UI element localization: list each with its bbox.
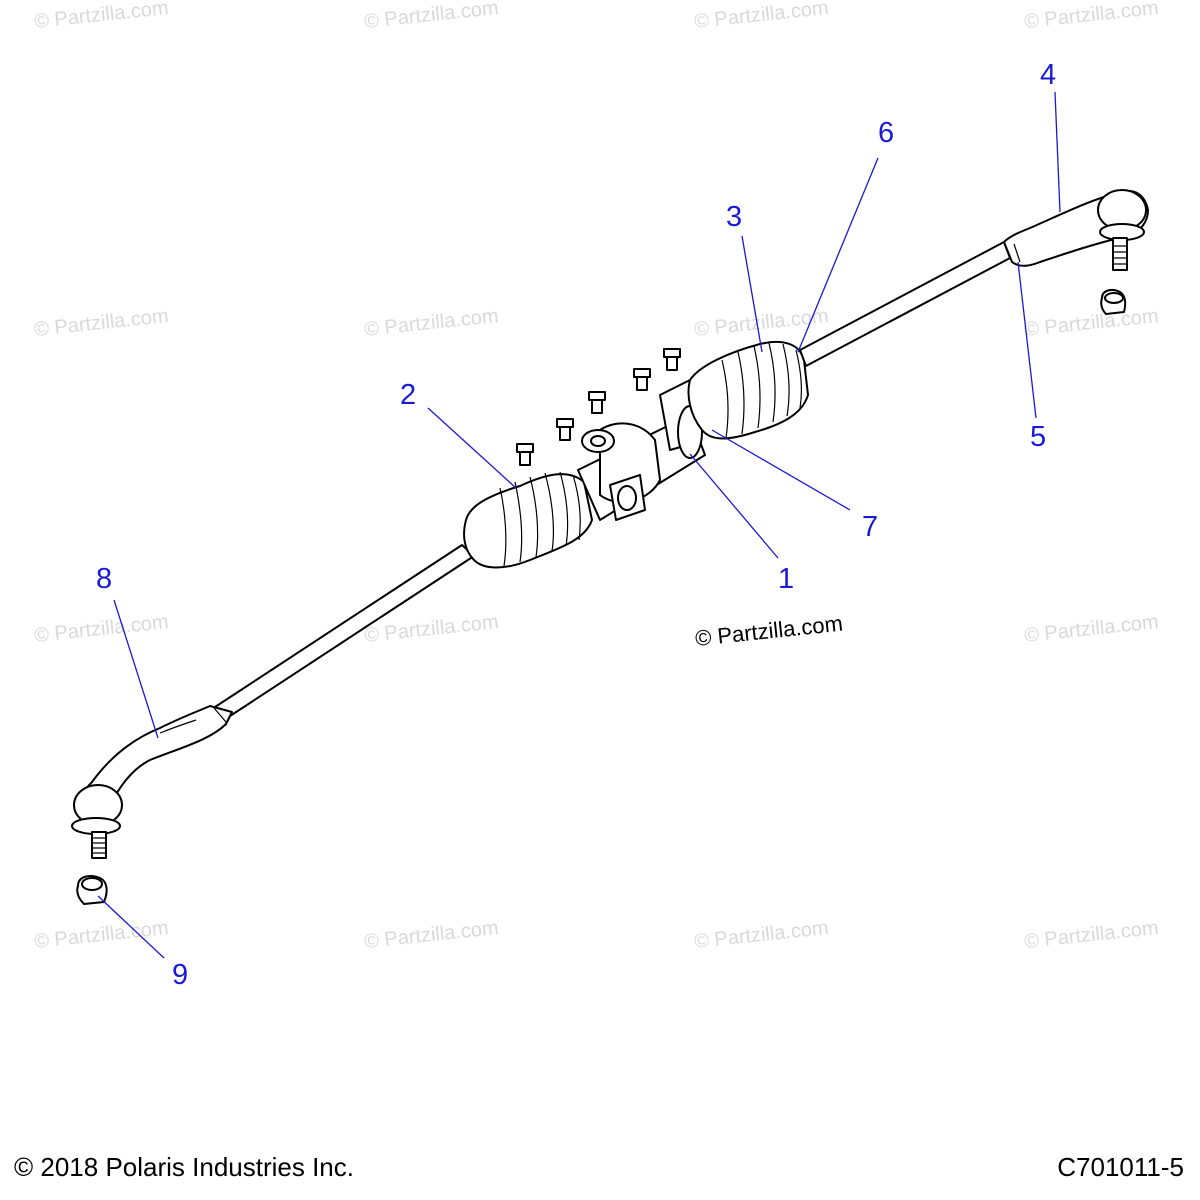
right-tie-rod [799,189,1149,367]
watermark: © Partzilla.com [1023,0,1159,33]
center-watermark: © Partzilla.com [694,611,844,651]
callout-6[interactable]: 6 [878,117,894,149]
left-tie-rod [71,544,475,859]
watermark: © Partzilla.com [1023,917,1159,953]
leader-8 [113,599,159,739]
right-bellows-boot [687,340,809,440]
callout-9[interactable]: 9 [172,959,188,991]
watermark: © Partzilla.com [693,0,829,33]
watermark: © Partzilla.com [363,305,499,341]
callout-2[interactable]: 2 [400,379,416,411]
leader-1 [689,453,779,559]
watermark: © Partzilla.com [693,305,829,341]
steering-rack-assembly [71,189,1149,905]
leader-9 [97,895,165,959]
callout-8[interactable]: 8 [96,563,112,595]
watermark: © Partzilla.com [363,917,499,953]
leader-6 [797,157,879,353]
callout-1[interactable]: 1 [778,563,794,595]
leader-5 [1017,261,1037,419]
callout-7[interactable]: 7 [862,511,878,543]
callout-5[interactable]: 5 [1030,421,1046,453]
leader-4 [1054,91,1061,213]
watermark: © Partzilla.com [33,305,169,341]
watermark: © Partzilla.com [33,917,169,953]
watermark: © Partzilla.com [33,0,169,33]
left-bellows-boot [463,471,593,569]
watermark: © Partzilla.com [693,917,829,953]
watermark: © Partzilla.com [1023,305,1159,341]
watermark: © Partzilla.com [363,0,499,33]
leader-2 [427,407,517,489]
callout-layer: 1 2 3 4 5 6 7 8 9 [96,59,1061,991]
right-nut [1100,289,1127,315]
watermark: © Partzilla.com [1023,611,1159,647]
callout-4[interactable]: 4 [1040,59,1056,91]
watermark: © Partzilla.com [33,611,169,647]
leader-3 [741,235,763,353]
copyright-text: © 2018 Polaris Industries Inc. [14,1152,354,1182]
leader-7 [711,429,851,511]
diagram-code: C701011-5 [1057,1152,1184,1182]
callout-3[interactable]: 3 [726,201,742,233]
